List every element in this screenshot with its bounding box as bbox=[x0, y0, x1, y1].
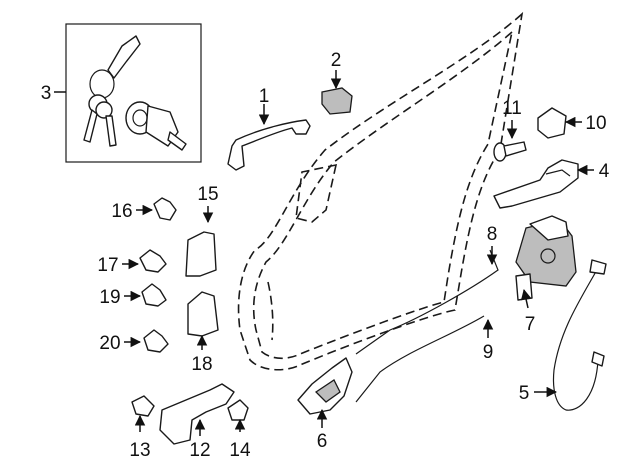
bolt-16 bbox=[153, 197, 177, 221]
screw bbox=[493, 141, 527, 162]
callout-17: 17 bbox=[97, 255, 118, 276]
rod-8 bbox=[355, 249, 499, 355]
lock-actuator bbox=[515, 215, 577, 301]
callout-8: 8 bbox=[487, 224, 498, 245]
door-check bbox=[159, 383, 235, 445]
bolt-13 bbox=[131, 395, 155, 417]
callout-14: 14 bbox=[229, 440, 251, 461]
key-lock-set bbox=[65, 23, 202, 163]
upper-hinge bbox=[185, 231, 217, 277]
cable-9 bbox=[355, 315, 485, 403]
inside-handle bbox=[493, 159, 579, 209]
key-icon bbox=[83, 35, 141, 147]
callout-5: 5 bbox=[519, 383, 530, 404]
bolt-17 bbox=[139, 249, 167, 273]
callout-12: 12 bbox=[189, 440, 210, 461]
lower-hinge bbox=[187, 291, 219, 337]
lock-cylinder-icon bbox=[125, 101, 187, 151]
lock-assembly bbox=[297, 357, 353, 415]
callout-11: 11 bbox=[502, 98, 522, 119]
striker bbox=[537, 107, 567, 139]
leader-lines bbox=[54, 70, 594, 436]
handle-cover bbox=[321, 87, 353, 115]
callout-3: 3 bbox=[41, 83, 52, 104]
callout-15: 15 bbox=[197, 184, 218, 205]
callout-numbers: 1 2 3 4 5 6 7 8 9 10 11 12 13 14 15 16 1… bbox=[41, 50, 610, 461]
callout-4: 4 bbox=[599, 161, 610, 182]
door-outline bbox=[237, 11, 524, 371]
callout-10: 10 bbox=[585, 113, 606, 134]
callout-6: 6 bbox=[317, 431, 328, 452]
bolt-20 bbox=[143, 329, 169, 353]
callout-9: 9 bbox=[483, 342, 494, 363]
bolt-14 bbox=[227, 399, 249, 421]
callout-13: 13 bbox=[129, 440, 150, 461]
callout-16: 16 bbox=[111, 201, 132, 222]
callout-1: 1 bbox=[259, 86, 270, 107]
outside-handle bbox=[227, 119, 311, 171]
bolt-19 bbox=[141, 283, 167, 307]
callout-18: 18 bbox=[191, 354, 212, 375]
callout-18-label-19: 19 bbox=[99, 287, 120, 308]
callout-2: 2 bbox=[331, 50, 342, 71]
callout-7: 7 bbox=[525, 314, 536, 335]
callout-20: 20 bbox=[99, 333, 120, 354]
